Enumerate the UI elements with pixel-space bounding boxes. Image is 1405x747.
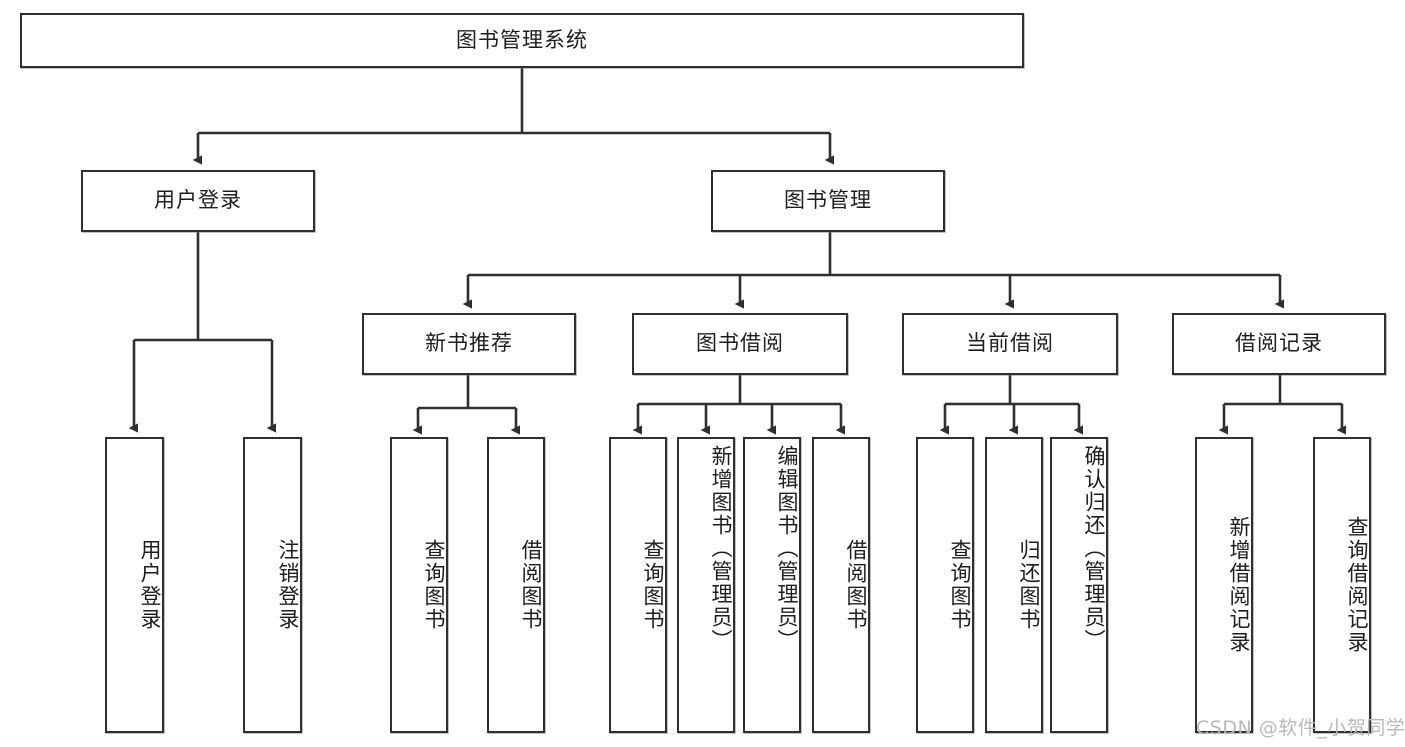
node-leaf-add-record-label: 新增借阅记录 <box>1227 516 1251 654</box>
node-leaf-query-record[interactable]: 查询借阅记录 <box>1313 437 1371 733</box>
node-leaf-logout[interactable]: 注销登录 <box>243 437 302 733</box>
node-user-login[interactable]: 用户登录 <box>81 170 315 232</box>
node-leaf-query-record-label: 查询借阅记录 <box>1345 516 1369 654</box>
node-leaf-borrow-book-2[interactable]: 借阅图书 <box>812 437 870 733</box>
node-book-borrow[interactable]: 图书借阅 <box>632 313 848 375</box>
node-book-borrow-label: 图书借阅 <box>696 331 784 356</box>
node-user-login-label: 用户登录 <box>154 188 242 213</box>
node-leaf-query-book-3[interactable]: 查询图书 <box>916 437 974 733</box>
node-leaf-query-book-1-label: 查询图书 <box>422 539 446 631</box>
node-leaf-borrow-book-1-label: 借阅图书 <box>519 539 543 631</box>
node-leaf-query-book-3-label: 查询图书 <box>948 539 972 631</box>
node-leaf-edit-book-label: 编辑图书（管理员） <box>775 445 799 652</box>
node-leaf-user-login-label: 用户登录 <box>138 539 162 631</box>
csdn-watermark: CSDN @软件_小贺同学 <box>1196 717 1405 739</box>
node-borrow-record-label: 借阅记录 <box>1235 331 1323 356</box>
node-new-book-recommend-label: 新书推荐 <box>425 331 513 356</box>
node-borrow-record[interactable]: 借阅记录 <box>1172 313 1386 375</box>
node-root[interactable]: 图书管理系统 <box>20 13 1024 68</box>
node-leaf-query-book-2[interactable]: 查询图书 <box>609 437 667 733</box>
node-leaf-user-login[interactable]: 用户登录 <box>105 437 164 733</box>
node-root-label: 图书管理系统 <box>456 27 588 52</box>
node-leaf-add-record[interactable]: 新增借阅记录 <box>1195 437 1253 733</box>
node-leaf-logout-label: 注销登录 <box>276 539 300 631</box>
node-new-book-recommend[interactable]: 新书推荐 <box>362 313 576 375</box>
node-leaf-add-book-label: 新增图书（管理员） <box>709 445 733 652</box>
node-leaf-confirm-return-label: 确认归还（管理员） <box>1082 445 1106 652</box>
node-leaf-add-book[interactable]: 新增图书（管理员） <box>677 437 735 733</box>
node-leaf-return-book[interactable]: 归还图书 <box>985 437 1043 733</box>
node-current-borrow[interactable]: 当前借阅 <box>902 313 1118 375</box>
node-leaf-query-book-1[interactable]: 查询图书 <box>390 437 448 733</box>
node-leaf-borrow-book-2-label: 借阅图书 <box>844 539 868 631</box>
node-leaf-query-book-2-label: 查询图书 <box>641 539 665 631</box>
node-leaf-borrow-book-1[interactable]: 借阅图书 <box>487 437 545 733</box>
node-book-management-label: 图书管理 <box>784 188 872 213</box>
node-book-management[interactable]: 图书管理 <box>711 170 945 232</box>
node-leaf-confirm-return[interactable]: 确认归还（管理员） <box>1050 437 1108 733</box>
node-current-borrow-label: 当前借阅 <box>966 331 1054 356</box>
node-leaf-return-book-label: 归还图书 <box>1017 539 1041 631</box>
node-leaf-edit-book[interactable]: 编辑图书（管理员） <box>743 437 801 733</box>
